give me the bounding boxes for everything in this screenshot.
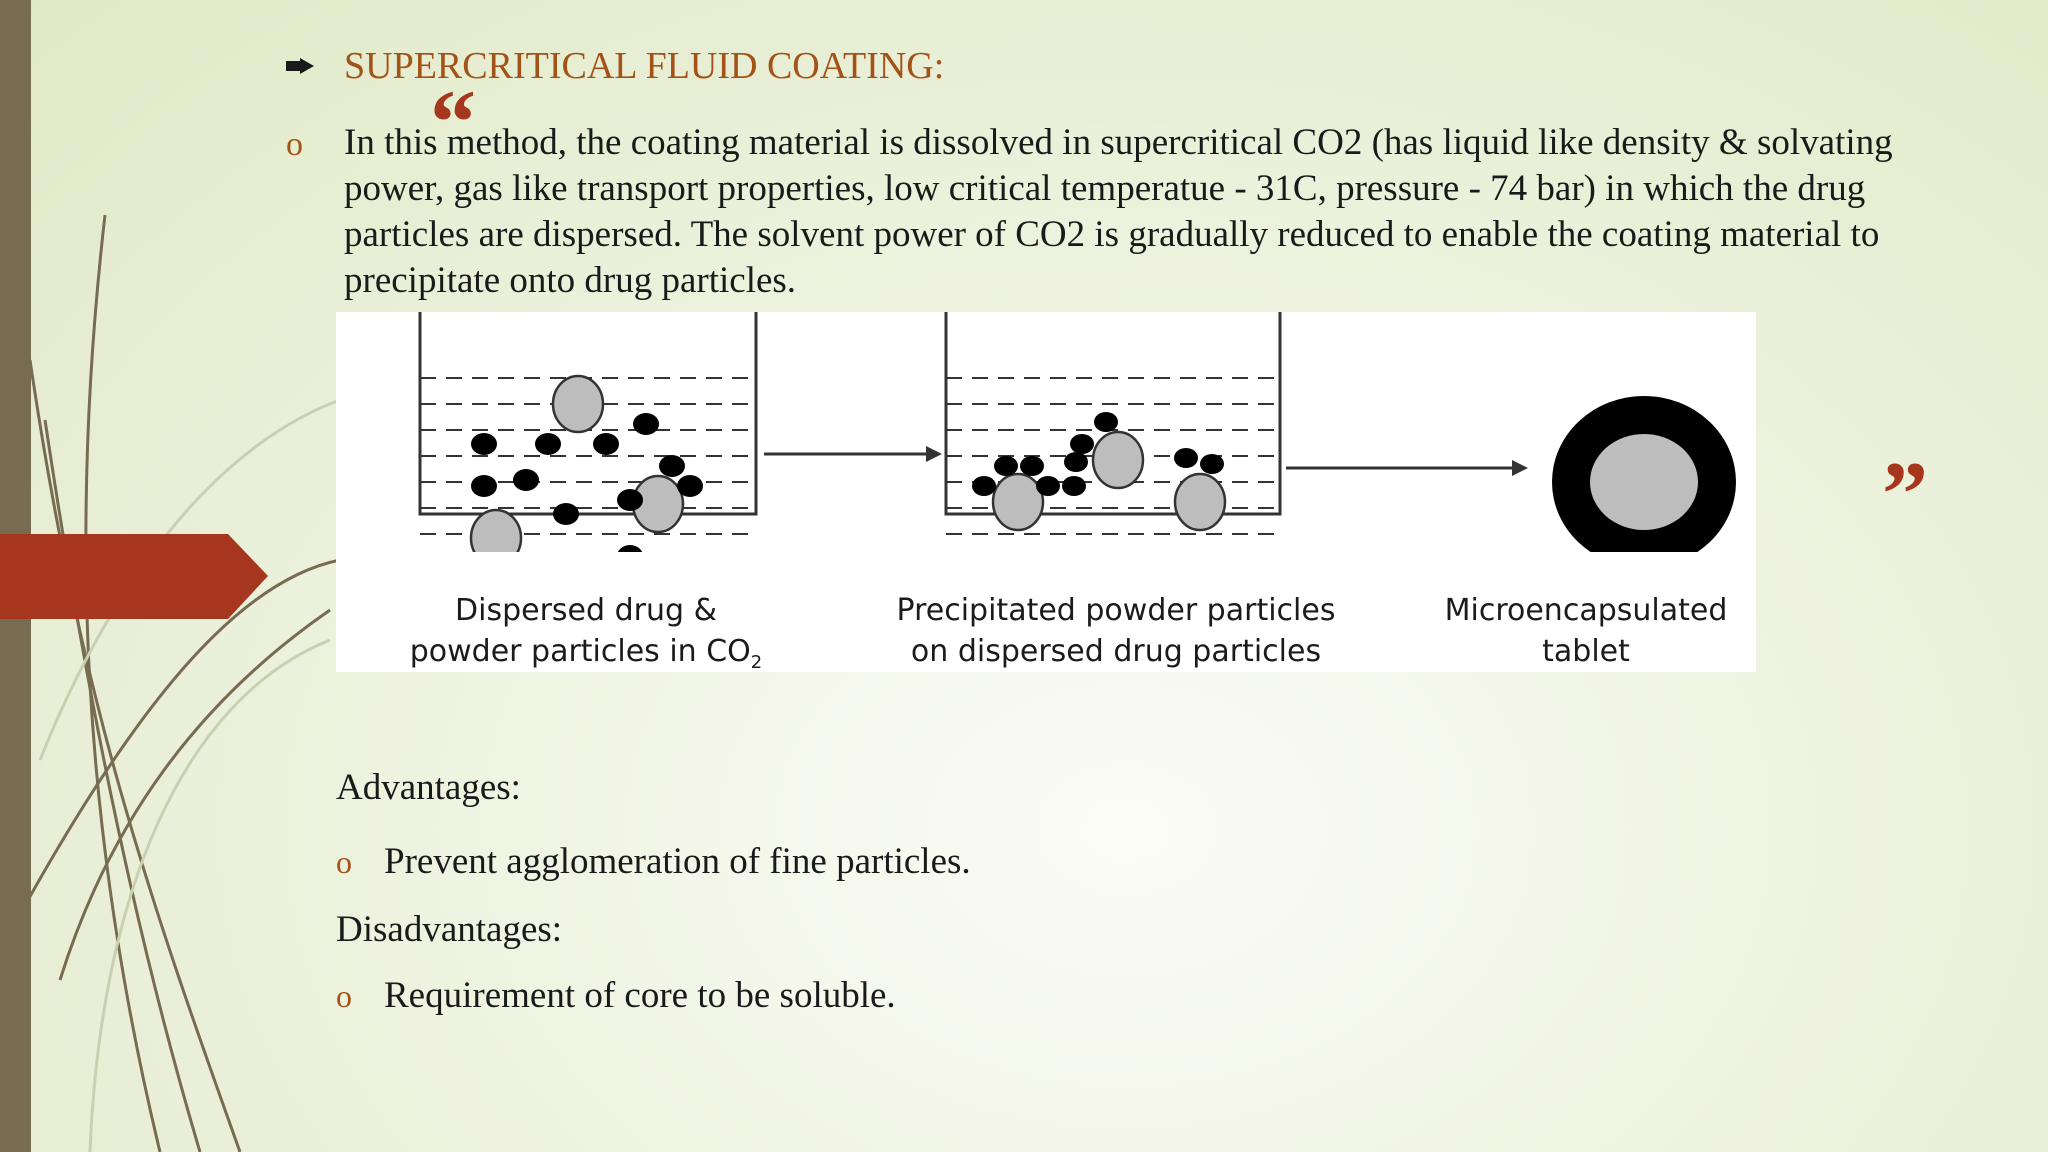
process-diagram (418, 274, 1736, 568)
arrow-1 (764, 446, 942, 462)
caption-dispersed-line2-row: powder particles in CO2 (396, 631, 776, 683)
disadvantage-bullet: o (336, 978, 352, 1014)
caption-precipitated: Precipitated powder particles on dispers… (876, 590, 1356, 672)
disadvantage-item: Requirement of core to be soluble. (384, 975, 896, 1016)
main-paragraph: In this method, the coating material is … (344, 122, 1893, 301)
caption-dispersed-line1: Dispersed drug & (455, 593, 717, 628)
advantages-title: Advantages: (336, 767, 521, 808)
caption-dispersed-subscript: 2 (750, 652, 763, 673)
microencapsulated-tablet (1552, 396, 1736, 568)
red-arrow-shape (0, 534, 268, 619)
disadvantages-title: Disadvantages: (336, 909, 563, 950)
beaker-2 (944, 274, 1282, 561)
heading-row: SUPERCRITICAL FLUID COATING: (286, 44, 944, 88)
close-quote-mark: ” (1882, 443, 1928, 545)
advantage-item: Prevent agglomeration of fine particles. (384, 841, 971, 882)
beaker-1 (418, 274, 758, 568)
caption-precipitated-line1: Precipitated powder particles (896, 593, 1336, 628)
paragraph-bullet: o (286, 126, 303, 163)
arrow-2 (1286, 460, 1528, 476)
slide-heading: SUPERCRITICAL FLUID COATING: (344, 45, 945, 87)
advantage-bullet: o (336, 844, 352, 880)
caption-microencapsulated-line1: Microencapsulated (1444, 593, 1728, 628)
caption-precipitated-line2: on dispersed drug particles (910, 634, 1322, 669)
caption-microencapsulated: Microencapsulated tablet (1426, 590, 1746, 672)
caption-microencapsulated-line2: tablet (1542, 634, 1630, 669)
caption-dispersed-line2: powder particles in CO (409, 634, 751, 669)
caption-dispersed: Dispersed drug & powder particles in CO2 (396, 590, 776, 683)
coating-process-figure: Dispersed drug & powder particles in CO2… (336, 274, 1756, 673)
arrow-bullet-icon (286, 58, 314, 74)
open-quote-mark: “ (430, 71, 476, 173)
